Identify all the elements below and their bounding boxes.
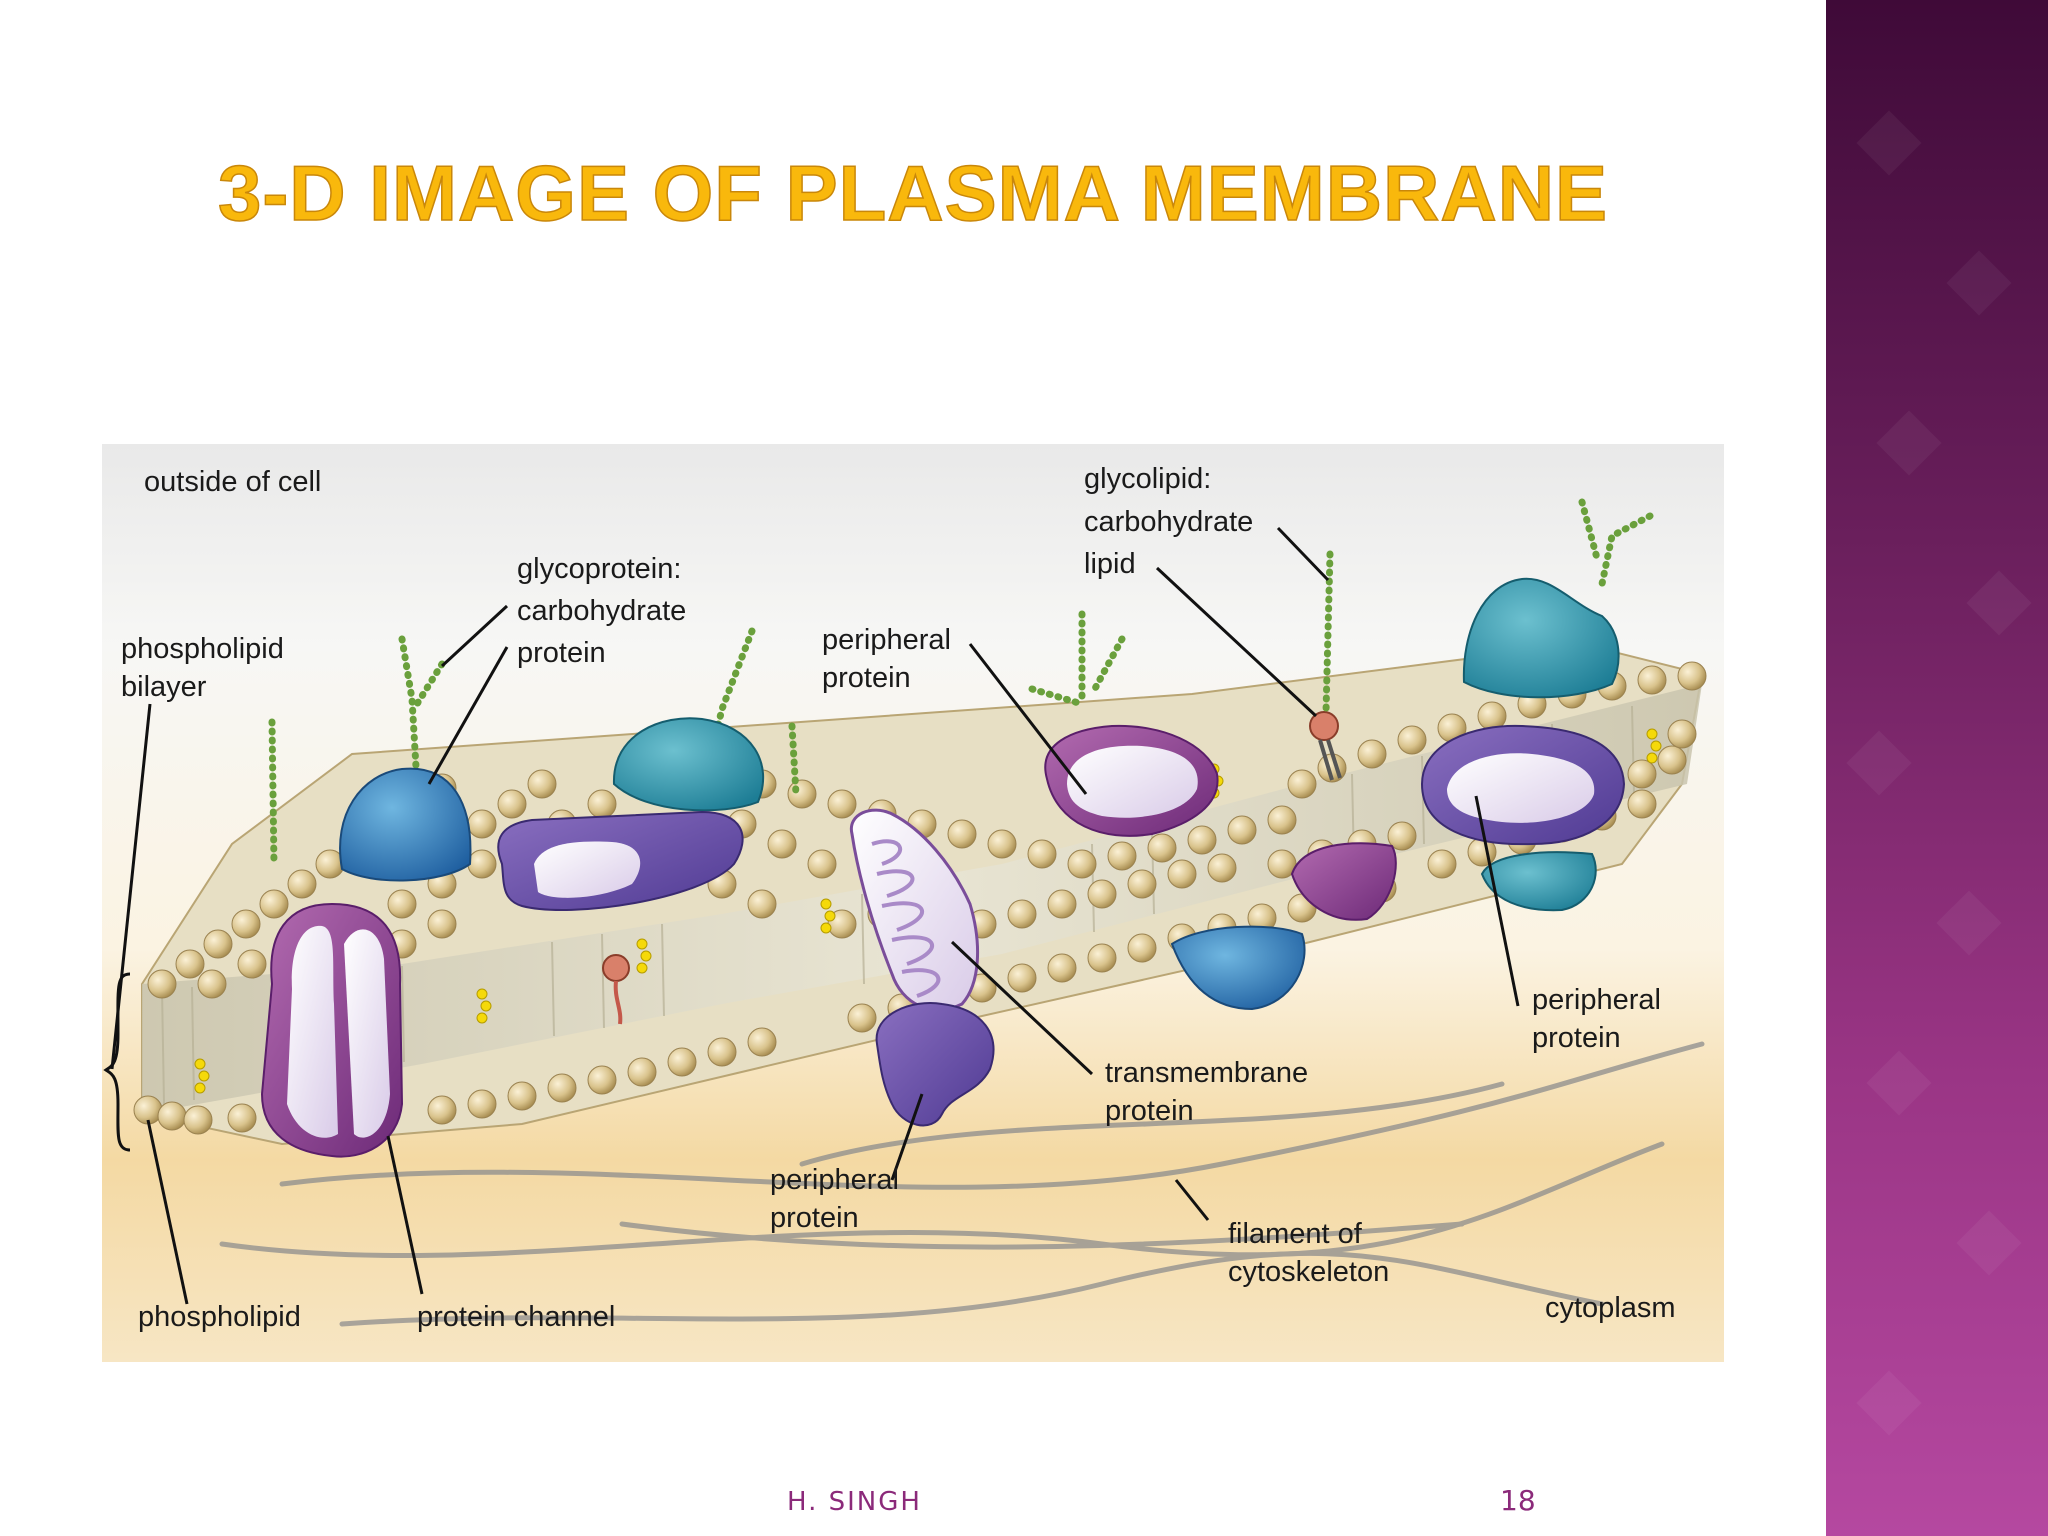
glycolipid [1309, 711, 1342, 781]
peripheral-protein-bottom [875, 1002, 995, 1127]
label-protein-channel: protein channel [417, 1301, 615, 1333]
label-glycoprotein: glycoprotein: [517, 553, 681, 585]
label-filament-1: filament of [1228, 1218, 1363, 1250]
decorative-sidebar [1826, 0, 2048, 1536]
label-peripheral-top-2: protein [822, 662, 911, 694]
teal-bottom-protein [1480, 851, 1597, 912]
leader-glycolipid-carbohydrate [1276, 526, 1330, 582]
leader-glycoprotein-protein [427, 646, 509, 785]
label-phospholipid-bilayer-1: phospholipid [121, 633, 284, 665]
footer-author: H. SINGH [787, 1487, 922, 1517]
teal-peripheral-protein [612, 717, 765, 812]
peripheral-protein-top [1044, 724, 1219, 837]
label-glycolipid: glycolipid: [1084, 463, 1211, 495]
glycoprotein-protein [339, 767, 472, 882]
page-number: 18 [1500, 1484, 1536, 1517]
label-phospholipid-bilayer-2: bilayer [121, 671, 207, 703]
bilayer-brace [103, 972, 131, 1152]
protein-channel [260, 902, 404, 1158]
label-peripheral-right-2: protein [1532, 1022, 1621, 1054]
label-peripheral-right-1: peripheral [1532, 984, 1661, 1016]
leader-peripheral-top [968, 643, 1088, 795]
magenta-protein [1290, 842, 1397, 921]
label-glycoprotein-protein: protein [517, 637, 606, 669]
label-filament-2: cytoskeleton [1228, 1256, 1389, 1288]
label-peripheral-bottom-1: peripheral [770, 1164, 899, 1196]
cytoskeleton-filaments [219, 1041, 1705, 1327]
label-glycolipid-carbohydrate: carbohydrate [1084, 506, 1253, 538]
diagram-labels: outside of cell phospholipid bilayer gly… [121, 463, 1676, 1333]
leader-glycolipid-lipid [1155, 566, 1318, 718]
label-phospholipid: phospholipid [138, 1301, 301, 1333]
top-right-protein [1462, 577, 1620, 699]
transmembrane-protein [849, 808, 979, 1012]
label-peripheral-top-1: peripheral [822, 624, 951, 656]
label-outside-of-cell: outside of cell [144, 466, 321, 498]
peripheral-protein-right [1420, 724, 1626, 846]
label-transmembrane-2: protein [1105, 1095, 1194, 1127]
lower-glycolipid [602, 954, 630, 1025]
blue-bottom-protein [1170, 925, 1306, 1011]
label-glycolipid-lipid: lipid [1084, 548, 1136, 580]
leader-protein-channel [386, 1135, 424, 1295]
leader-lines [103, 526, 1520, 1305]
leader-peripheral-right [1474, 795, 1520, 1007]
label-glycoprotein-carbohydrate: carbohydrate [517, 595, 686, 627]
leader-glycoprotein-carbohydrate [440, 604, 509, 668]
leader-transmembrane [950, 940, 1094, 1076]
leader-filament [1174, 1179, 1210, 1221]
label-cytoplasm: cytoplasm [1545, 1292, 1676, 1324]
leader-peripheral-bottom [890, 1093, 924, 1181]
label-peripheral-bottom-2: protein [770, 1202, 859, 1234]
membrane-diagram: outside of cell phospholipid bilayer gly… [102, 444, 1724, 1362]
slide-title: 3-D IMAGE OF PLASMA MEMBRANE [217, 148, 1609, 238]
label-transmembrane-1: transmembrane [1105, 1057, 1308, 1089]
purple-peripheral-highlight [534, 841, 641, 898]
leader-phospholipid [146, 1119, 189, 1305]
slide: 3-D IMAGE OF PLASMA MEMBRANE [102, 148, 1724, 1517]
